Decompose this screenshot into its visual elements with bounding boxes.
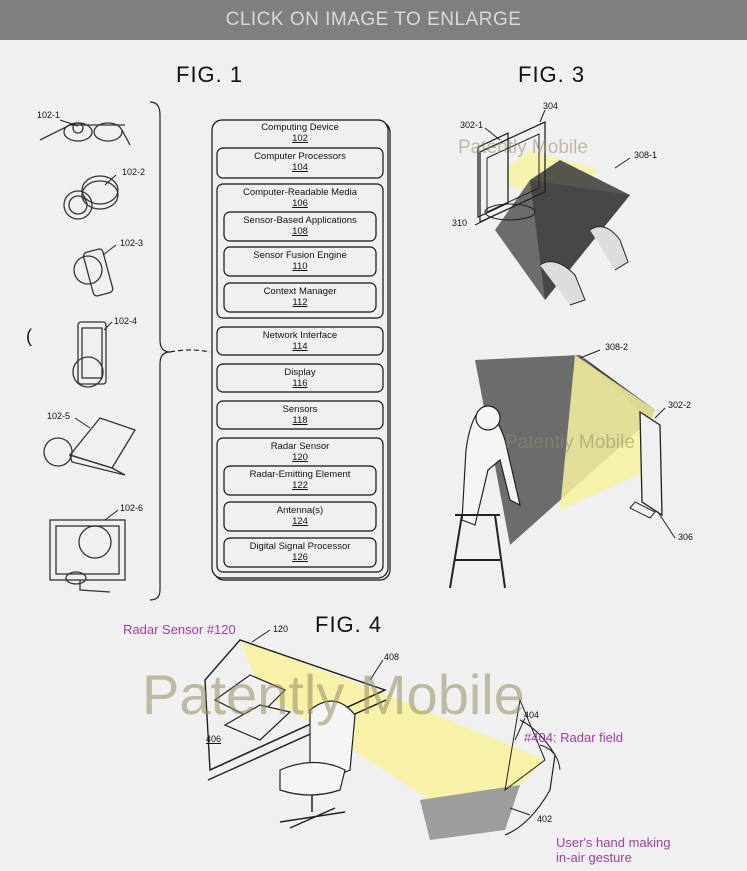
radar-sensor-annotation: Radar Sensor #120 bbox=[123, 622, 236, 637]
antenna-label: Antenna(s)124 bbox=[276, 505, 324, 527]
emitter-box bbox=[223, 465, 377, 496]
fig3-label-310: 310 bbox=[452, 218, 468, 228]
tablet-icon bbox=[72, 321, 107, 388]
context-box bbox=[223, 282, 377, 313]
fig3-label-308-1: 308-1 bbox=[634, 150, 658, 160]
device-label-102-5: 102-5 bbox=[47, 411, 71, 421]
tablet-small-icon bbox=[73, 248, 114, 297]
sensor-apps-box bbox=[223, 211, 377, 242]
fig4-label-408: 408 bbox=[384, 652, 400, 662]
fig4-label-402: 402 bbox=[537, 814, 553, 824]
fig3-label-304: 304 bbox=[543, 101, 559, 111]
fig3-label-306: 306 bbox=[678, 532, 694, 542]
device-label-102-4: 102-4 bbox=[114, 316, 138, 326]
fig3-title: FIG. 3 bbox=[518, 62, 586, 87]
leader-lines bbox=[59, 109, 676, 816]
glasses-icon bbox=[39, 122, 131, 146]
antenna-box bbox=[223, 501, 377, 532]
fig4-label-120: 120 bbox=[273, 624, 289, 634]
network-box bbox=[216, 326, 384, 356]
device-label-102-6: 102-6 bbox=[120, 503, 144, 513]
fusion-box bbox=[223, 246, 377, 277]
paren-mark: ( bbox=[26, 326, 32, 346]
enlarge-banner[interactable]: CLICK ON IMAGE TO ENLARGE bbox=[0, 0, 747, 40]
watermark-small-middle: Patently Mobile bbox=[505, 432, 635, 453]
watermark-large: Patently Mobile bbox=[142, 663, 525, 726]
device-label-102-3: 102-3 bbox=[120, 238, 144, 248]
device-label-102-1: 102-1 bbox=[37, 110, 61, 120]
watermark-small-top: Patently Mobile bbox=[458, 137, 588, 158]
fig3-monitor-top bbox=[477, 120, 630, 306]
device-bracket bbox=[149, 101, 171, 601]
fig4-label-404: 404 bbox=[524, 710, 540, 720]
fig4-label-406: 406 bbox=[206, 734, 222, 744]
dsp-box bbox=[223, 537, 377, 568]
fig3-label-302-1: 302-1 bbox=[460, 120, 484, 130]
laptop-icon bbox=[43, 417, 136, 476]
sensors-box bbox=[216, 400, 384, 430]
hand-gesture-annotation-line2: in-air gesture bbox=[556, 850, 632, 865]
bracket-link bbox=[169, 349, 211, 353]
processors-box bbox=[216, 147, 384, 179]
hand-gesture-annotation-line1: User's hand making bbox=[556, 835, 671, 850]
fig1-title: FIG. 1 bbox=[176, 62, 244, 87]
fig3-label-302-2: 302-2 bbox=[668, 400, 692, 410]
display-box bbox=[216, 363, 384, 393]
fig4-title: FIG. 4 bbox=[315, 612, 383, 637]
smartwatch-icon bbox=[63, 175, 119, 220]
fig3-label-308-2: 308-2 bbox=[605, 342, 629, 352]
fig4-room-scene bbox=[204, 639, 561, 840]
device-label-102-2: 102-2 bbox=[122, 167, 146, 177]
fig3-person-scene bbox=[449, 355, 663, 589]
radar-field-annotation: #404: Radar field bbox=[524, 730, 624, 745]
monitor-icon bbox=[49, 519, 126, 593]
